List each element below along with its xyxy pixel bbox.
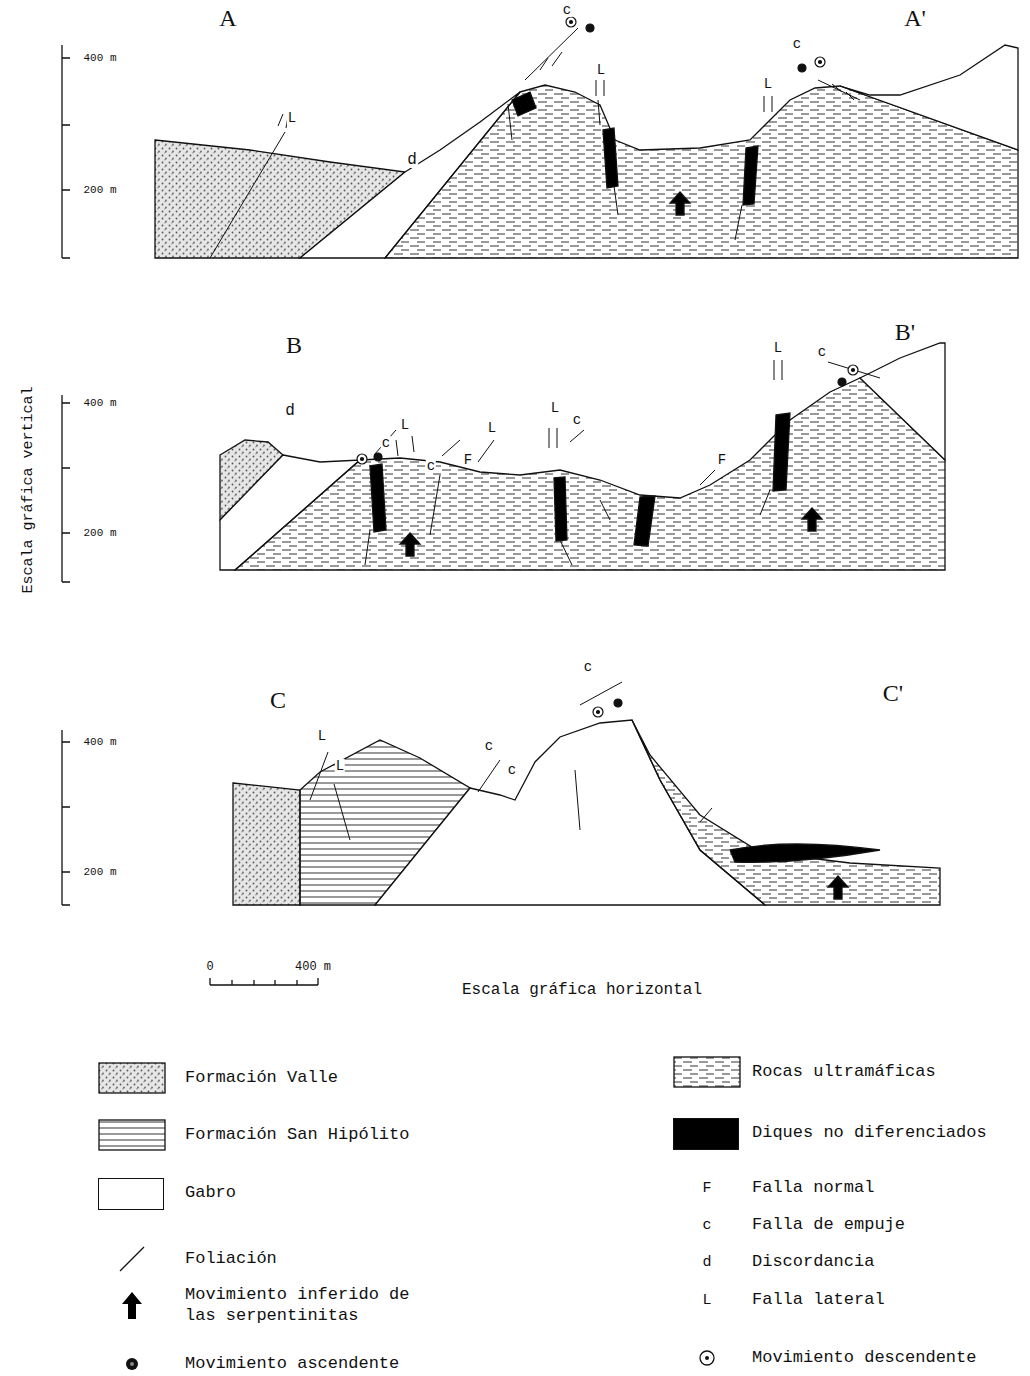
scale-title: Escala gráfica horizontal — [461, 982, 703, 998]
legend-sample — [673, 1342, 741, 1374]
legend-sample — [673, 1056, 741, 1088]
section-label: c — [381, 436, 391, 450]
legend-text: Movimiento descendente — [752, 1347, 976, 1368]
section-label: c — [562, 3, 572, 17]
legend-text: Falla normal — [752, 1177, 874, 1198]
scale-title: Escala gráfica vertical — [21, 385, 36, 594]
legend-sample — [98, 1289, 166, 1321]
section-label: 200 m — [82, 185, 117, 196]
section-label: A — [218, 6, 237, 30]
section-label: d — [701, 1255, 712, 1270]
section-label: c — [701, 1218, 712, 1233]
section-label: L — [701, 1293, 712, 1308]
legend-text: Formación Valle — [185, 1067, 338, 1088]
legend-text: Foliación — [185, 1248, 277, 1269]
section-label: F — [463, 453, 473, 467]
section-label: 400 m — [82, 737, 117, 748]
section-label: d — [406, 152, 418, 168]
section-label: 400 m — [82, 53, 117, 64]
legend-text: Rocas ultramáficas — [752, 1061, 936, 1082]
section-label: c — [426, 459, 436, 473]
section-label: C' — [882, 681, 904, 705]
section-label: d — [284, 403, 296, 419]
legend-sample — [98, 1348, 166, 1376]
section-label: L — [487, 421, 497, 435]
section-label: B — [285, 333, 303, 357]
section-label: L — [335, 759, 345, 773]
section-label: L — [773, 341, 783, 355]
section-label: c — [817, 345, 827, 359]
section-label: 200 m — [82, 528, 117, 539]
section-label: L — [550, 401, 560, 415]
legend-swatch — [98, 1178, 164, 1210]
section-label: A' — [903, 6, 927, 30]
section-label: C — [269, 688, 287, 712]
legend-text: Falla de empuje — [752, 1214, 905, 1235]
section-label: F — [717, 453, 727, 467]
legend-text: Movimiento ascendente — [185, 1353, 399, 1374]
section-label: c — [572, 413, 582, 427]
section-label: L — [317, 729, 327, 743]
section-label: L — [763, 77, 773, 91]
legend-text: Falla lateral — [752, 1289, 885, 1310]
section-label: c — [583, 660, 593, 674]
legend-sample — [98, 1062, 166, 1094]
section-label: L — [400, 418, 410, 432]
section-label: c — [792, 37, 802, 51]
legend-text: Gabro — [185, 1182, 236, 1203]
section-label: c — [507, 763, 517, 777]
section-label: L — [287, 111, 297, 125]
legend-sample — [98, 1119, 166, 1151]
section-label: B' — [894, 320, 916, 344]
legend-text: Diques no diferenciados — [752, 1122, 987, 1143]
section-label: F — [701, 1181, 712, 1196]
section-label: 0 — [205, 961, 214, 973]
legend-swatch — [673, 1118, 739, 1150]
section-label: 200 m — [82, 867, 117, 878]
legend-text: Discordancia — [752, 1251, 874, 1272]
legend-sample — [98, 1243, 166, 1275]
section-label: 400 m — [294, 961, 332, 973]
section-label: 400 m — [82, 398, 117, 409]
legend-text: Formación San Hipólito — [185, 1124, 409, 1145]
section-label: c — [484, 739, 494, 753]
section-label: L — [596, 63, 606, 77]
legend-text: Movimiento inferido de las serpentinitas — [185, 1284, 435, 1327]
